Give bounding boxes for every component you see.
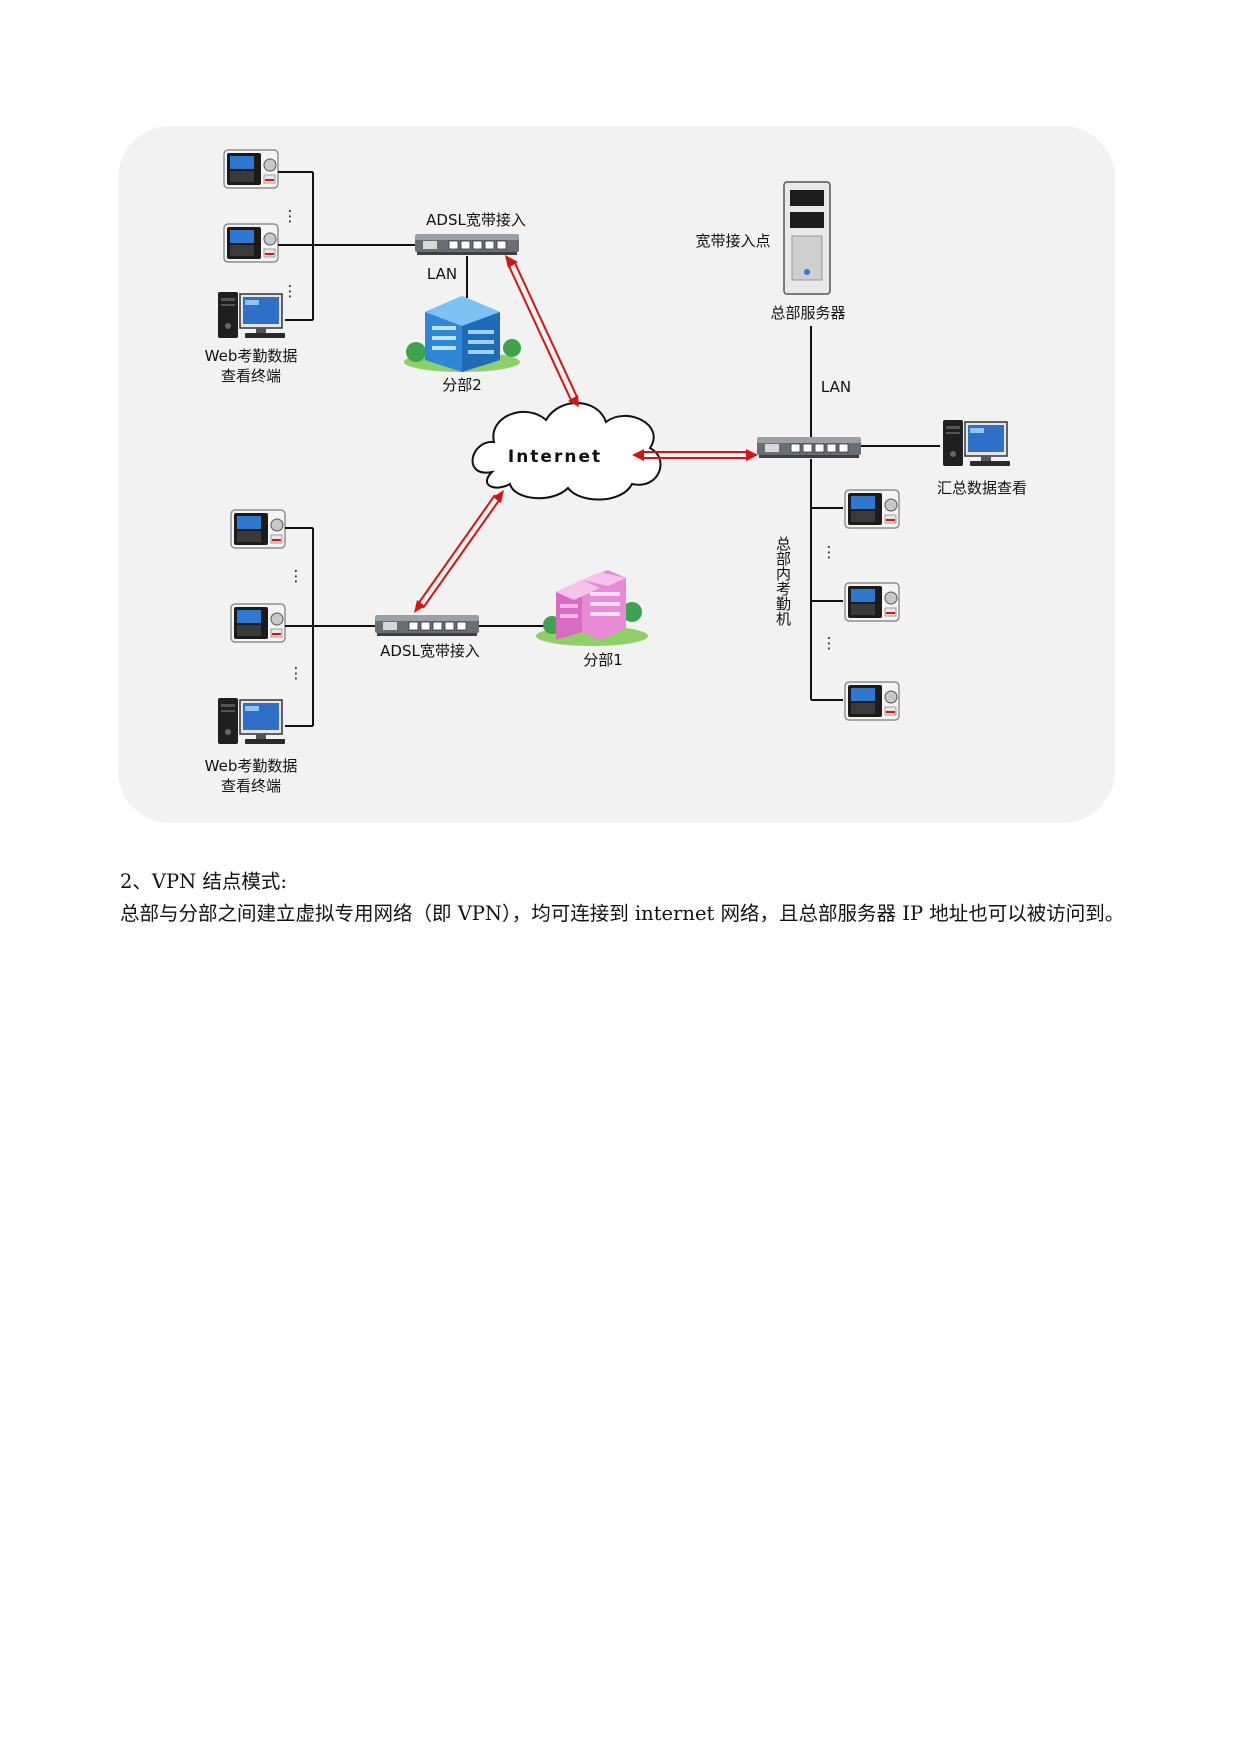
branch1-ellipsis-2: ⋮ — [289, 664, 304, 682]
branch2-lan-label: LAN — [427, 265, 457, 283]
branch2-adsl-switch — [414, 233, 520, 256]
branch1-adsl-label: ADSL宽带接入 — [380, 642, 480, 660]
branch1-building — [536, 570, 648, 646]
branch1-ellipsis-1: ⋮ — [289, 567, 304, 585]
hq-ellipsis-2: ⋮ — [822, 634, 837, 652]
hq-lan-label: LAN — [821, 378, 851, 396]
branch2-web-terminal-label-2: 查看终端 — [221, 367, 281, 385]
hq-ellipsis-1: ⋮ — [822, 543, 837, 561]
branch2-attendance-device-1 — [223, 149, 279, 189]
branch2-building — [404, 296, 521, 372]
branch1-web-terminal-label-1: Web考勤数据 — [205, 757, 298, 775]
branch2-ellipsis-1: ⋮ — [283, 207, 298, 225]
hq-attendance-device-2 — [844, 582, 900, 622]
hq-switch — [756, 436, 862, 459]
branch1-adsl-switch — [374, 614, 480, 637]
hq-attendance-device-1 — [844, 489, 900, 529]
branch1-building-label: 分部1 — [583, 651, 623, 669]
hq-summary-label: 汇总数据查看 — [937, 479, 1027, 497]
branch2-ellipsis-2: ⋮ — [283, 282, 298, 300]
branch1-attendance-device-2 — [230, 603, 286, 643]
branch2-building-label: 分部2 — [442, 376, 482, 394]
network-diagram: ⋮ ⋮ Web考勤数据 查看终端 ADSL宽带接入 LAN 分部2 Intern… — [118, 126, 1115, 823]
hq-broadband-label: 宽带接入点 — [695, 232, 770, 250]
hq-attendance-label: 总部内考勤机 — [774, 536, 792, 627]
section-paragraph: 总部与分部之间建立虚拟专用网络（即 VPN），均可连接到 internet 网络… — [120, 902, 1125, 925]
arrow-internet-branch1 — [414, 490, 504, 613]
internet-cloud — [471, 402, 662, 501]
section-heading: 2、VPN 结点模式: — [120, 870, 287, 893]
hq-server — [783, 181, 831, 295]
hq-attendance-device-3 — [844, 681, 900, 721]
branch2-web-terminal-label-1: Web考勤数据 — [205, 347, 298, 365]
internet-label: Internet — [508, 447, 602, 467]
arrow-internet-branch2 — [505, 255, 579, 407]
branch1-web-terminal-label-2: 查看终端 — [221, 777, 281, 795]
branch1-attendance-device-1 — [230, 509, 286, 549]
hq-server-label: 总部服务器 — [770, 304, 845, 322]
arrow-internet-hq — [632, 449, 758, 461]
branch2-adsl-label: ADSL宽带接入 — [426, 211, 526, 229]
branch2-attendance-device-2 — [223, 223, 279, 263]
